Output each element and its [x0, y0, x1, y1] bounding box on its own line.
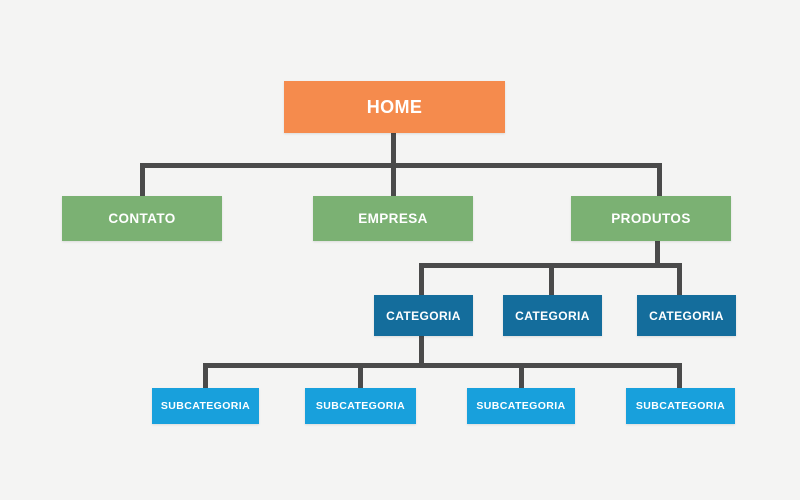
connector-categoria-down: [419, 336, 424, 366]
connector-drop-subcategoria-2: [358, 368, 363, 388]
node-subcategoria-4: SUBCATEGORIA: [626, 388, 735, 424]
connector-drop-subcategoria-1: [203, 363, 208, 388]
node-empresa: EMPRESA: [313, 196, 473, 241]
node-contato: CONTATO: [62, 196, 222, 241]
connector-drop-categoria-1: [419, 263, 424, 295]
connector-level3-horizontal: [419, 263, 682, 268]
connector-produtos-down: [655, 241, 660, 268]
connector-level4-horizontal: [203, 363, 682, 368]
connector-home-down: [391, 133, 396, 168]
node-home: HOME: [284, 81, 505, 133]
connector-drop-categoria-2: [549, 268, 554, 295]
connector-drop-empresa: [391, 168, 396, 196]
node-subcategoria-1: SUBCATEGORIA: [152, 388, 259, 424]
node-categoria-3: CATEGORIA: [637, 295, 736, 336]
connector-drop-subcategoria-4: [677, 363, 682, 388]
connector-drop-categoria-3: [677, 263, 682, 295]
connector-drop-contato: [140, 163, 145, 196]
connector-level2-horizontal: [140, 163, 662, 168]
node-subcategoria-2: SUBCATEGORIA: [305, 388, 416, 424]
node-categoria-2: CATEGORIA: [503, 295, 602, 336]
node-subcategoria-3: SUBCATEGORIA: [467, 388, 575, 424]
connector-drop-subcategoria-3: [519, 368, 524, 388]
node-produtos: PRODUTOS: [571, 196, 731, 241]
connector-drop-produtos: [657, 163, 662, 196]
node-categoria-1: CATEGORIA: [374, 295, 473, 336]
